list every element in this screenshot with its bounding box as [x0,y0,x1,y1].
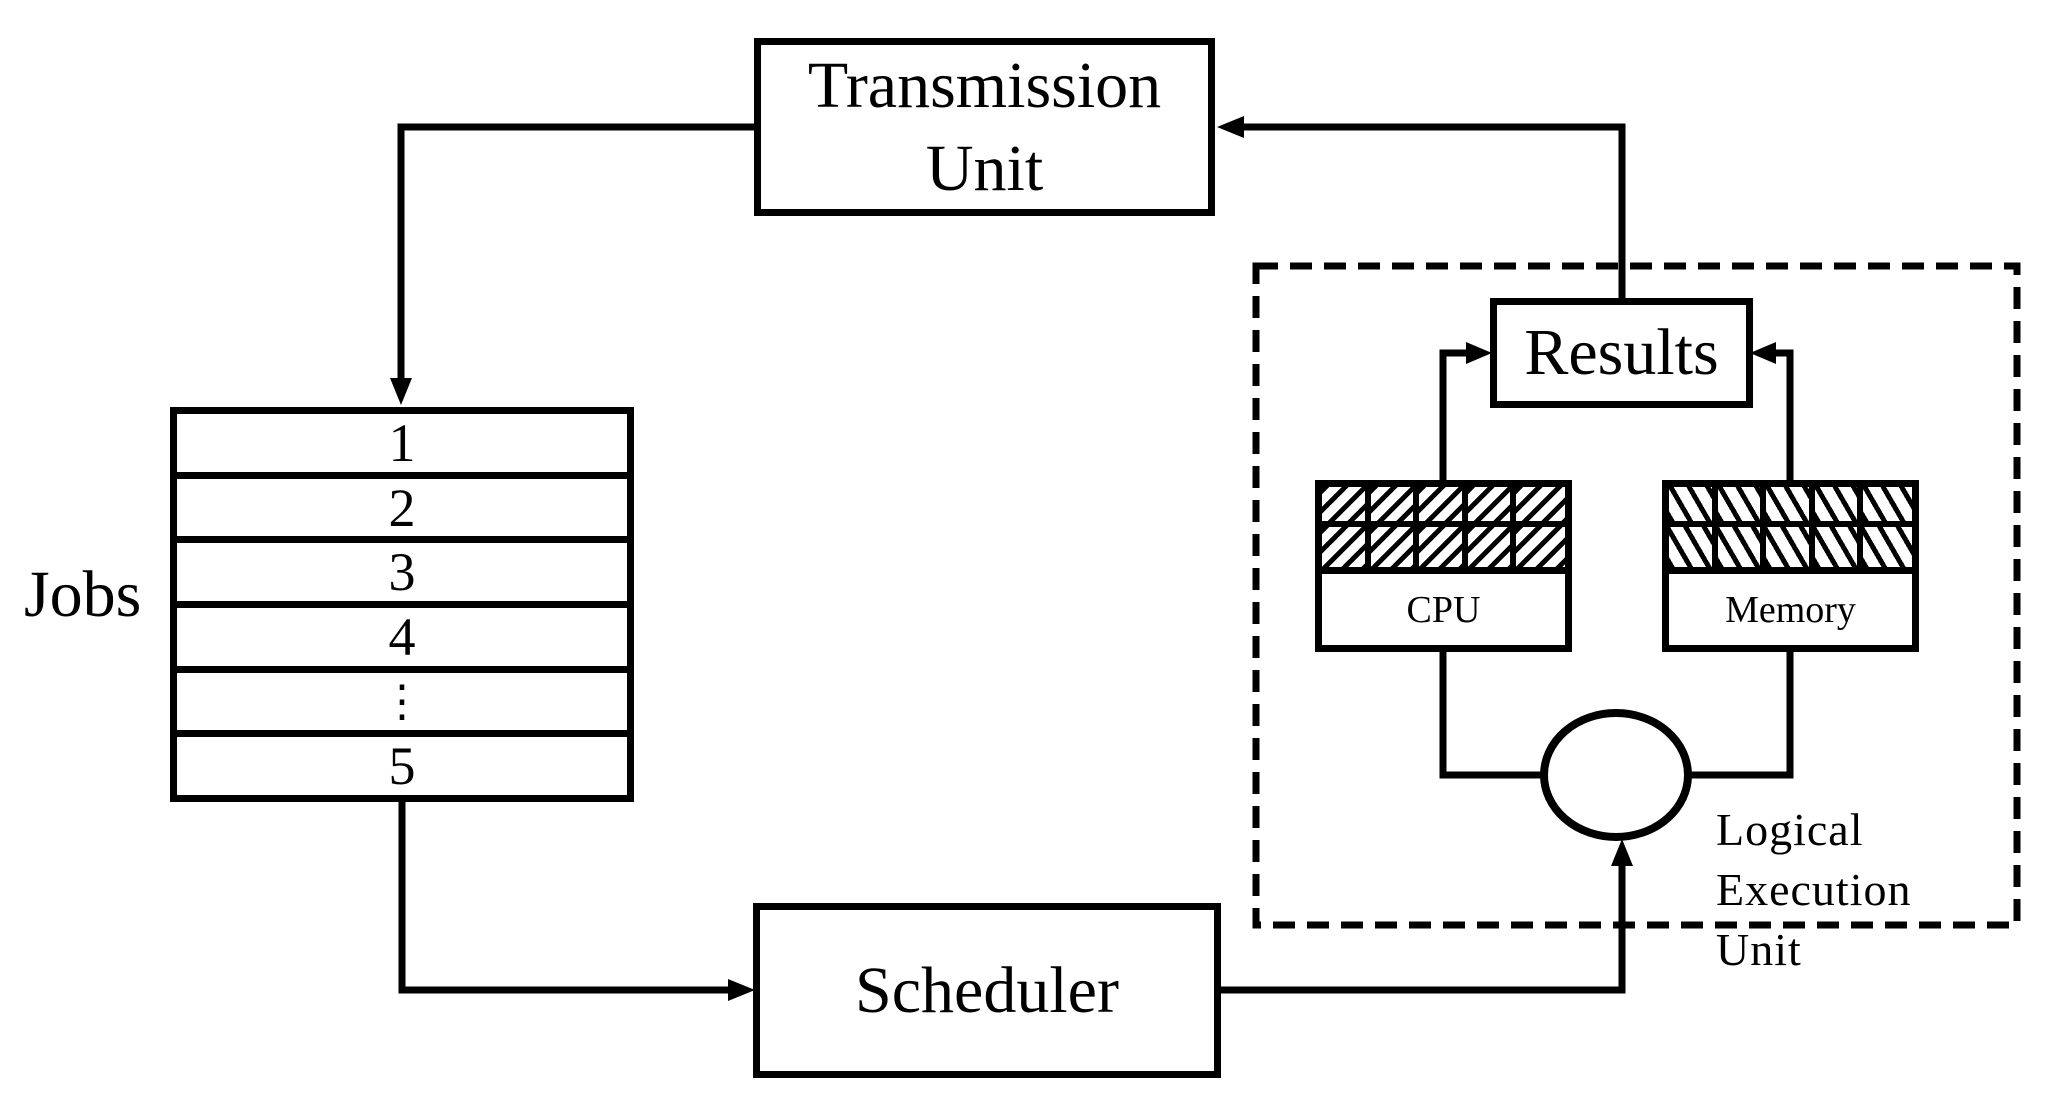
job-row-4: 4 [177,608,627,673]
memory-hatch-cell [1863,487,1912,527]
cpu-hatch-cell [1322,487,1371,527]
job-row-5: 5 [388,736,416,797]
job-row-2: 2 [177,479,627,544]
memory-utilization-hatch [1669,487,1912,574]
memory-label: Memory [1725,588,1856,631]
memory-hatch-cell [1863,527,1912,567]
cpu-box: CPU [1315,480,1572,652]
results-box: Results [1490,298,1753,408]
wire-scheduler-to-circle [1221,864,1626,994]
cpu-hatch-cell [1516,527,1565,567]
transmission-unit-line1: Transmission [807,48,1162,122]
wire-memory-to-results [1774,349,1794,481]
memory-hatch-cell [1766,527,1815,567]
scheduler-label: Scheduler [855,953,1119,1027]
memory-hatch-cell [1669,487,1718,527]
arrowhead-right-results [1466,342,1492,364]
cpu-hatch-cell [1322,527,1371,567]
job-row-1: 1 [177,414,627,479]
leu-caption-line1: Logical [1716,804,1864,855]
job-row-3: 3 [177,543,627,609]
cpu-hatch-cell [1467,527,1517,567]
memory-hatch-cell [1669,527,1718,567]
logical-execution-unit-caption: Logical Execution Unit [1716,800,2016,979]
leu-caption-line2: Execution Unit [1716,863,1912,975]
cpu-label: CPU [1406,588,1481,631]
cpu-hatch-cell [1516,487,1565,527]
memory-hatch-cell [1766,487,1815,527]
wire-cpu-to-circle [1439,652,1548,779]
cpu-utilization-hatch [1322,487,1565,574]
memory-box: Memory [1662,480,1919,652]
memory-hatch-cell [1717,487,1767,527]
memory-hatch-cell [1717,527,1767,567]
arrowhead-right-scheduler [728,979,755,1001]
job-row-ellipsis: ⋮ [177,673,627,738]
arrowhead-up-circle [1611,839,1633,866]
wire-cpu-to-results [1439,349,1468,481]
transmission-unit-line2: Unit [925,132,1044,205]
cpu-hatch-cell [1419,487,1468,527]
arrowhead-left-transmission [1217,116,1244,138]
arrowhead-down-jobs [390,378,412,405]
cpu-hatch-cell [1370,487,1420,527]
wire-transmission-to-jobs [397,123,754,380]
wire-results-to-transmission [1242,123,1626,298]
arrowhead-left-results [1750,342,1776,364]
cpu-hatch-cell [1467,487,1517,527]
results-label: Results [1524,316,1719,390]
jobs-queue-stack: 1 2 3 4 ⋮ 5 [170,407,634,802]
wire-memory-to-circle [1684,652,1794,779]
cpu-hatch-cell [1419,527,1468,567]
logical-execution-unit-dashed-border [1252,262,2021,929]
cpu-hatch-cell [1370,527,1420,567]
memory-hatch-cell [1814,487,1864,527]
memory-hatch-cell [1814,527,1864,567]
execution-junction-circle [1540,709,1692,841]
wire-jobs-to-scheduler [398,802,730,994]
jobs-label: Jobs [24,558,142,631]
scheduler-box: Scheduler [753,903,1221,1078]
